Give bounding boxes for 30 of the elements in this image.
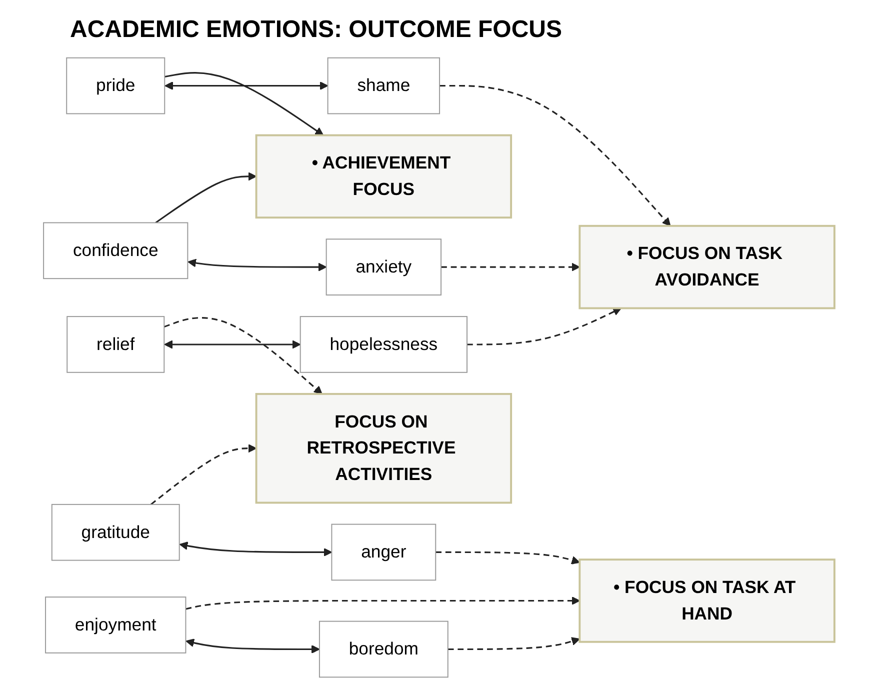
node-box: • FOCUS ON TASK AT HAND — [578, 558, 836, 643]
node-box: relief — [66, 316, 165, 373]
arrow — [164, 317, 322, 394]
node-box: FOCUS ON RETROSPECTIVE ACTIVITIES — [255, 392, 512, 504]
arrow — [467, 308, 622, 346]
node-box: pride — [66, 57, 166, 114]
arrow — [186, 638, 320, 654]
arrow — [441, 262, 580, 272]
node-box: confidence — [43, 222, 188, 280]
arrow — [179, 542, 332, 557]
arrow — [440, 84, 671, 226]
node-box: anxiety — [326, 238, 442, 296]
node-box: enjoyment — [45, 596, 186, 654]
arrow — [155, 172, 257, 224]
arrow — [164, 81, 328, 90]
arrow — [150, 444, 257, 506]
node-box: shame — [327, 57, 440, 114]
node-box: hopelessness — [300, 316, 468, 373]
node-box: anger — [331, 524, 436, 581]
node-box: boredom — [318, 620, 448, 678]
node-box: • FOCUS ON TASK AVOIDANCE — [578, 224, 836, 310]
arrow — [186, 596, 580, 610]
node-box: • ACHIEVEMENT FOCUS — [255, 134, 512, 219]
arrow — [188, 258, 327, 272]
diagram-title: ACADEMIC EMOTIONS: OUTCOME FOCUS — [70, 16, 563, 44]
arrow — [448, 637, 580, 650]
arrow — [164, 72, 324, 136]
node-box: gratitude — [51, 504, 180, 561]
arrow — [436, 551, 580, 564]
arrow — [164, 340, 301, 349]
